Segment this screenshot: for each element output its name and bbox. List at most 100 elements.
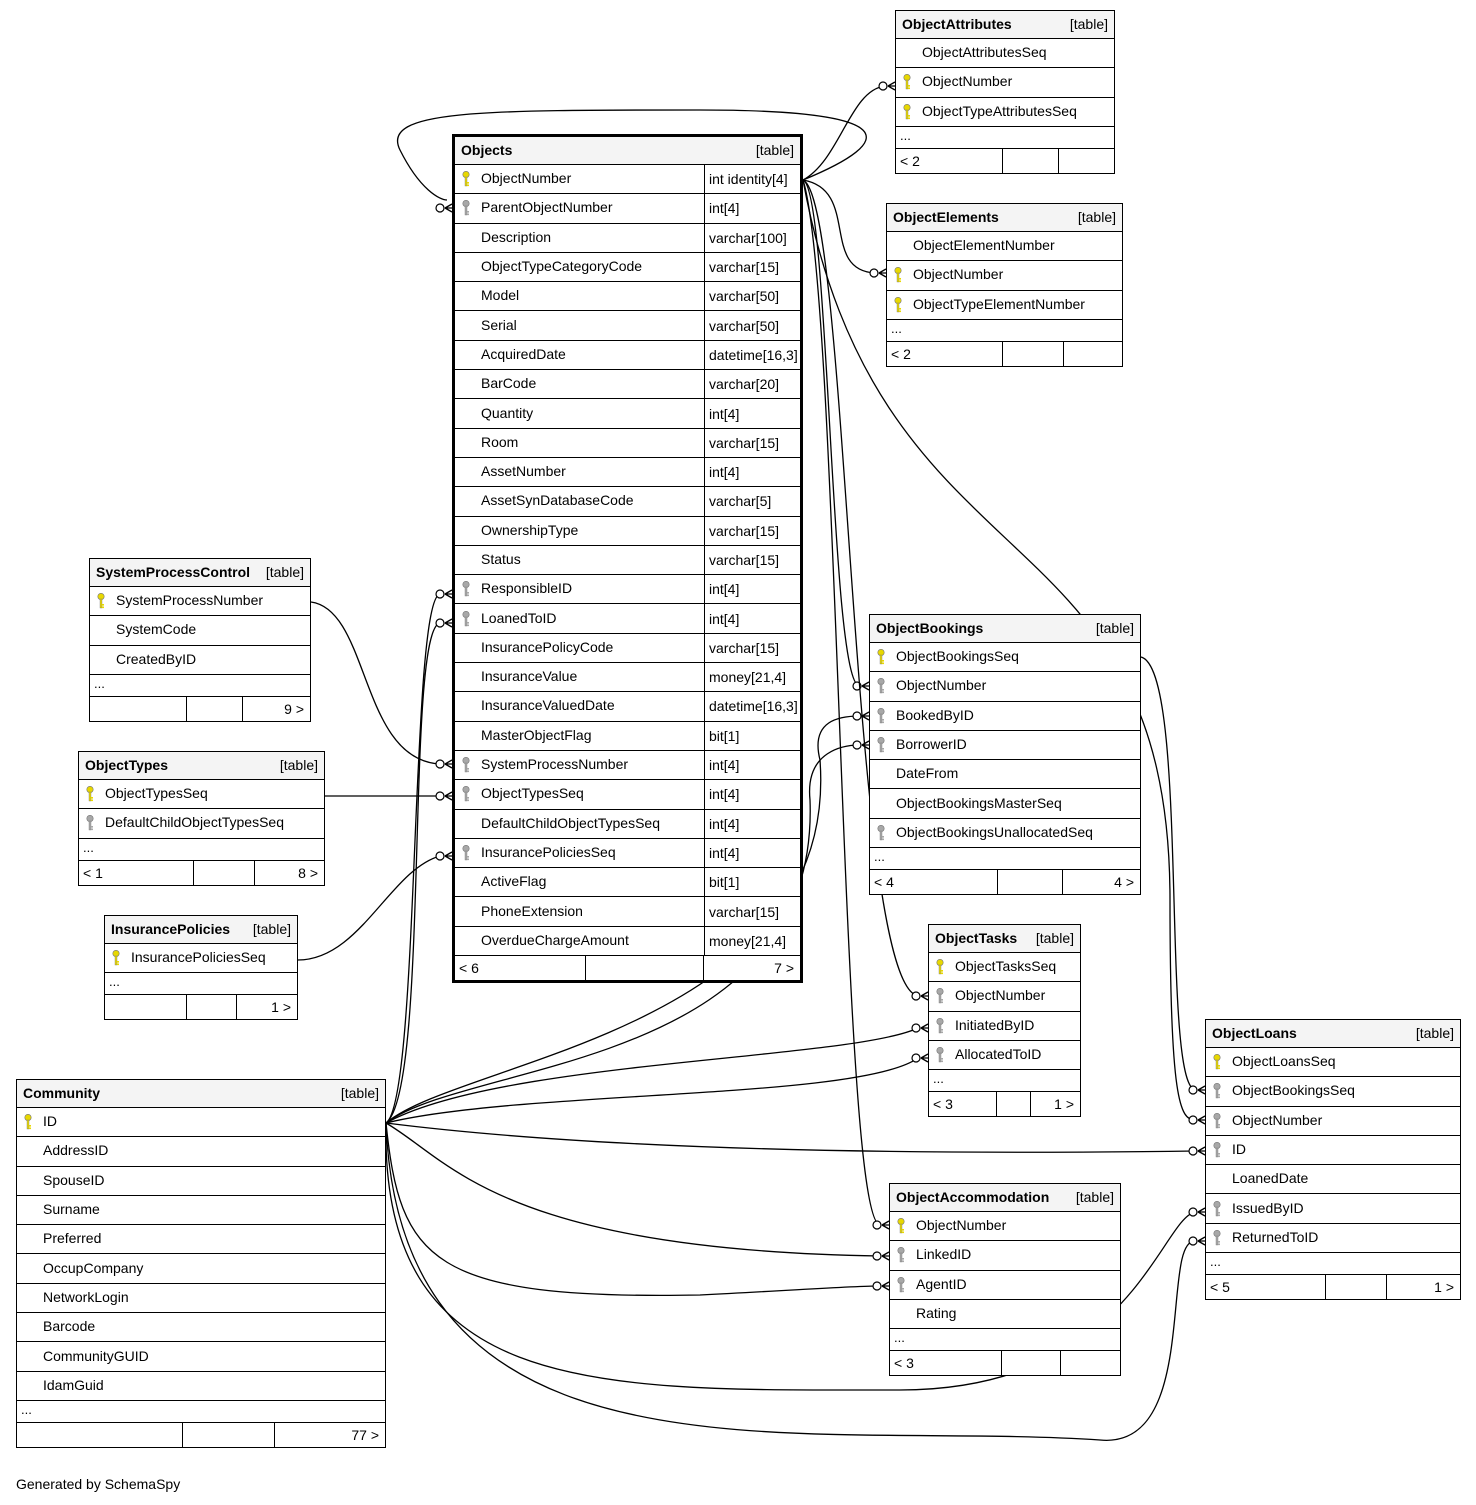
children-count[interactable]: 7 > <box>703 956 800 981</box>
column-row[interactable]: InsurancePoliciesSeq <box>105 944 297 974</box>
parents-count[interactable]: < 5 <box>1206 1275 1325 1299</box>
column-row[interactable]: ObjectAttributesSeq <box>896 39 1114 69</box>
table-name[interactable]: ObjectAttributes <box>902 16 1012 32</box>
column-row[interactable]: ID <box>17 1108 385 1138</box>
table-objectelements[interactable]: ObjectElements[table]ObjectElementNumber… <box>886 203 1123 367</box>
parents-count[interactable]: < 2 <box>887 342 1002 366</box>
column-row[interactable]: Barcode <box>17 1313 385 1343</box>
more-columns-ellipsis[interactable]: ... <box>105 973 297 996</box>
table-name[interactable]: Community <box>23 1085 100 1101</box>
column-row[interactable]: ObjectTypeAttributesSeq <box>896 98 1114 127</box>
column-row[interactable]: AllocatedToID <box>929 1041 1080 1071</box>
parents-count[interactable]: < 3 <box>929 1092 996 1116</box>
column-row[interactable]: ObjectLoansSeq <box>1206 1048 1460 1078</box>
table-objectattributes[interactable]: ObjectAttributes[table]ObjectAttributesS… <box>895 10 1115 174</box>
table-name[interactable]: ObjectAccommodation <box>896 1189 1050 1205</box>
column-row[interactable]: ReturnedToID <box>1206 1224 1460 1254</box>
children-count[interactable] <box>1063 341 1122 366</box>
column-row[interactable]: ObjectNumber <box>929 982 1080 1012</box>
table-name[interactable]: ObjectTypes <box>85 757 168 773</box>
column-row[interactable]: OccupCompany <box>17 1254 385 1284</box>
table-name[interactable]: Objects <box>461 142 513 158</box>
column-row[interactable]: CreatedByID <box>90 646 310 675</box>
column-row[interactable]: InitiatedByID <box>929 1012 1080 1041</box>
parents-count[interactable]: < 2 <box>896 149 1002 173</box>
column-row[interactable]: ObjectBookingsSeq <box>870 643 1140 673</box>
column-row[interactable]: Surname <box>17 1196 385 1226</box>
column-row[interactable]: ObjectBookingsMasterSeq <box>870 789 1140 819</box>
column-row[interactable]: ObjectNumber <box>896 68 1114 98</box>
column-row[interactable]: IdamGuid <box>17 1372 385 1401</box>
table-name[interactable]: ObjectTasks <box>935 930 1018 946</box>
parents-count[interactable] <box>17 1423 182 1447</box>
column-row[interactable]: DateFrom <box>870 760 1140 790</box>
column-row[interactable]: BorrowerID <box>870 731 1140 761</box>
parents-count[interactable]: < 1 <box>79 861 193 885</box>
column-row[interactable]: SpouseID <box>17 1167 385 1196</box>
parents-count[interactable] <box>90 697 186 721</box>
column-row[interactable]: SystemProcessNumber <box>90 587 310 617</box>
column-row[interactable]: LinkedID <box>890 1241 1120 1271</box>
column-row[interactable]: ID <box>1206 1136 1460 1166</box>
more-columns-ellipsis[interactable]: ... <box>1206 1253 1460 1276</box>
column-row[interactable]: ObjectBookingsUnallocatedSeq <box>870 819 1140 849</box>
table-name[interactable]: ObjectElements <box>893 209 999 225</box>
column-row[interactable]: ObjectBookingsSeq <box>1206 1077 1460 1107</box>
column-row[interactable]: ObjectNumber <box>1206 1107 1460 1136</box>
column-row[interactable]: ObjectTypesSeq <box>79 780 324 810</box>
column-row[interactable]: CommunityGUID <box>17 1342 385 1372</box>
column-row[interactable]: AddressID <box>17 1137 385 1167</box>
column-row[interactable]: AgentID <box>890 1271 1120 1300</box>
column-row[interactable]: ObjectTypeElementNumber <box>887 291 1122 320</box>
column-row[interactable]: ObjectTasksSeq <box>929 953 1080 983</box>
column-row[interactable]: Preferred <box>17 1225 385 1255</box>
children-count[interactable]: 8 > <box>254 860 324 885</box>
children-count[interactable]: 1 > <box>1386 1275 1460 1300</box>
children-count[interactable]: 1 > <box>1030 1092 1080 1117</box>
column-row[interactable]: NetworkLogin <box>17 1284 385 1314</box>
column-row[interactable]: ObjectNumber <box>887 261 1122 291</box>
column-row[interactable]: Rating <box>890 1300 1120 1330</box>
children-count[interactable]: 9 > <box>242 696 310 721</box>
parents-count[interactable]: < 4 <box>870 870 997 894</box>
children-count[interactable]: 1 > <box>236 995 297 1020</box>
more-columns-ellipsis[interactable]: ... <box>887 320 1122 342</box>
parents-count[interactable] <box>105 995 186 1019</box>
more-columns-ellipsis[interactable]: ... <box>896 127 1114 149</box>
table-name[interactable]: InsurancePolicies <box>111 921 231 937</box>
more-columns-ellipsis[interactable]: ... <box>890 1329 1120 1352</box>
more-columns-ellipsis[interactable]: ... <box>79 839 324 861</box>
column-row[interactable]: DefaultChildObjectTypesSeq <box>79 809 324 839</box>
more-columns-ellipsis[interactable]: ... <box>17 1401 385 1423</box>
column-row[interactable]: ObjectNumber <box>870 672 1140 702</box>
children-count[interactable]: 4 > <box>1062 870 1140 895</box>
more-columns-ellipsis[interactable]: ... <box>870 848 1140 871</box>
children-count[interactable]: 77 > <box>274 1422 385 1447</box>
column-row[interactable]: IssuedByID <box>1206 1194 1460 1224</box>
